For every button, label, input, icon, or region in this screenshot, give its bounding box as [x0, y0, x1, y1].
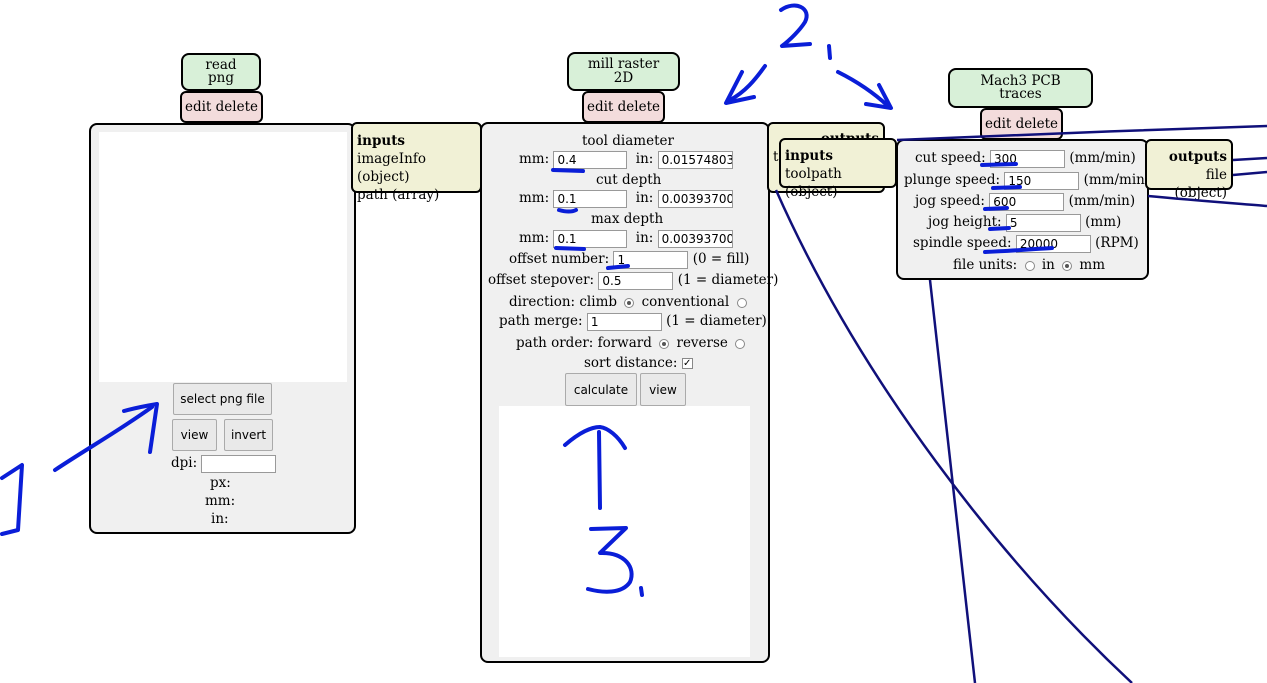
file-units-mm-radio[interactable]: [1062, 260, 1073, 271]
cut-speed-label: cut speed:: [915, 150, 986, 166]
mill-raster-title: mill raster 2D: [567, 52, 680, 91]
jog-speed-label: jog speed:: [915, 193, 985, 209]
mm-label: mm:: [519, 190, 550, 206]
wire: [1232, 156, 1267, 162]
tool-diameter-in-input[interactable]: 0.01574803150: [657, 150, 733, 169]
toolpath-preview-canvas: [499, 406, 750, 657]
mill-raster-module: tool diameter mm: 0.4 in: 0.01574803150 …: [480, 122, 778, 663]
digit-2-dot: [827, 44, 832, 60]
digit-1-stroke: [0, 463, 24, 536]
mm-label: mm:: [519, 151, 550, 167]
file-units-mm-label: mm: [1079, 257, 1106, 273]
digit-2-stroke: [779, 3, 812, 48]
jog-speed-input[interactable]: 600: [989, 192, 1065, 211]
max-depth-mm-input[interactable]: 0.1: [553, 229, 628, 248]
offset-stepover-note: (1 = diameter): [677, 272, 779, 288]
tool-diameter-label: tool diameter: [582, 133, 674, 149]
wire: [1232, 170, 1267, 177]
direction-label: direction: climb: [509, 294, 618, 310]
arrow-2-right-head: [864, 83, 893, 110]
io-item-path[interactable]: path (array): [357, 187, 440, 203]
sort-distance-checkbox[interactable]: ✓: [681, 358, 693, 369]
plunge-speed-unit: (mm/min): [1083, 172, 1151, 188]
calculate-button[interactable]: calculate: [565, 373, 637, 406]
invert-button[interactable]: invert: [224, 419, 273, 451]
io-header: inputs: [785, 148, 834, 164]
read-png-edit-delete[interactable]: edit delete: [180, 91, 263, 123]
direction-conventional-label: conventional: [641, 294, 730, 310]
arrow-2-left-shaft: [728, 64, 767, 102]
tool-diameter-mm-input[interactable]: 0.4: [553, 150, 628, 169]
io-item-toolpath[interactable]: toolpath (object): [785, 166, 842, 200]
io-item-imageinfo[interactable]: imageInfo (object): [357, 151, 426, 185]
file-units-in-radio[interactable]: [1024, 260, 1035, 271]
offset-number-label: offset number:: [509, 251, 610, 267]
io-header: inputs: [357, 133, 406, 149]
mach3-module: cut speed: 300 (mm/min) plunge speed: 15…: [896, 139, 1151, 280]
max-depth-label: max depth: [591, 211, 664, 227]
direction-climb-radio[interactable]: [624, 297, 635, 308]
path-merge-label: path merge:: [499, 313, 583, 329]
mach3-title: Mach3 PCB traces: [948, 68, 1093, 108]
arrow-2-right-shaft: [836, 70, 890, 108]
spindle-speed-label: spindle speed:: [913, 235, 1012, 251]
mm-label: mm:: [205, 493, 236, 509]
dpi-label: dpi:: [171, 455, 198, 471]
file-units-in-label: in: [1041, 257, 1055, 273]
wire: [928, 279, 977, 683]
io-header: outputs: [1168, 149, 1227, 165]
dpi-input[interactable]: [201, 454, 277, 473]
path-merge-note: (1 = diameter): [666, 313, 767, 329]
mach3-edit-delete[interactable]: edit delete: [980, 108, 1063, 140]
offset-number-input[interactable]: 1: [613, 250, 689, 269]
offset-stepover-input[interactable]: 0.5: [598, 271, 674, 290]
cut-depth-in-input[interactable]: 0.003937007874: [657, 189, 733, 208]
mm-label: mm:: [519, 230, 550, 246]
select-png-file-button[interactable]: select png file: [173, 383, 272, 415]
cut-depth-mm-input[interactable]: 0.1: [553, 189, 628, 208]
path-order-reverse-radio[interactable]: [735, 338, 746, 349]
plunge-speed-input[interactable]: 150: [1004, 171, 1080, 190]
wire: [896, 124, 1267, 142]
spindle-speed-input[interactable]: 20000: [1015, 234, 1091, 253]
jog-height-input[interactable]: 5: [1005, 213, 1081, 232]
read-png-image-canvas: [99, 132, 347, 382]
io-item-file[interactable]: file (object): [1174, 167, 1227, 201]
io-item-toolpath-partial[interactable]: t: [773, 149, 779, 165]
mach3-inputs-panel: inputs toolpath (object): [779, 138, 897, 200]
path-merge-input[interactable]: 1: [586, 312, 662, 331]
max-depth-in-input[interactable]: 0.003937007874: [657, 229, 733, 248]
read-png-title: read png: [181, 53, 261, 91]
cut-depth-label: cut depth: [596, 172, 662, 188]
mach3-outputs-panel: outputs file (object): [1145, 139, 1233, 201]
path-order-label: path order: forward: [516, 335, 652, 351]
cut-speed-input[interactable]: 300: [990, 149, 1066, 168]
mill-raster-view-button[interactable]: view: [640, 373, 686, 406]
direction-conventional-radio[interactable]: [736, 297, 747, 308]
in-label: in:: [635, 190, 654, 206]
file-units-label: file units:: [953, 257, 1018, 273]
in-label: in:: [211, 511, 229, 527]
px-label: px:: [210, 475, 231, 491]
mill-raster-edit-delete[interactable]: edit delete: [582, 91, 665, 123]
read-png-io-panel: inputs imageInfo (object) path (array): [351, 122, 482, 203]
read-png-module: select png file view invert dpi: px: mm:…: [89, 123, 356, 534]
in-label: in:: [635, 230, 654, 246]
plunge-speed-label: plunge speed:: [904, 172, 1001, 188]
arrow-2-left-head: [724, 70, 756, 105]
read-png-view-button[interactable]: view: [172, 419, 217, 451]
cut-speed-unit: (mm/min): [1069, 150, 1136, 166]
jog-speed-unit: (mm/min): [1068, 193, 1136, 209]
offset-stepover-label: offset stepover:: [488, 272, 595, 288]
path-order-reverse-label: reverse: [676, 335, 728, 351]
offset-number-note: (0 = fill): [692, 251, 750, 267]
sort-distance-label: sort distance:: [584, 355, 678, 371]
in-label: in:: [635, 151, 654, 167]
path-order-forward-radio[interactable]: [659, 338, 670, 349]
jog-height-unit: (mm): [1085, 214, 1122, 230]
jog-height-label: jog height:: [928, 214, 1002, 230]
spindle-speed-unit: (RPM): [1095, 235, 1139, 251]
